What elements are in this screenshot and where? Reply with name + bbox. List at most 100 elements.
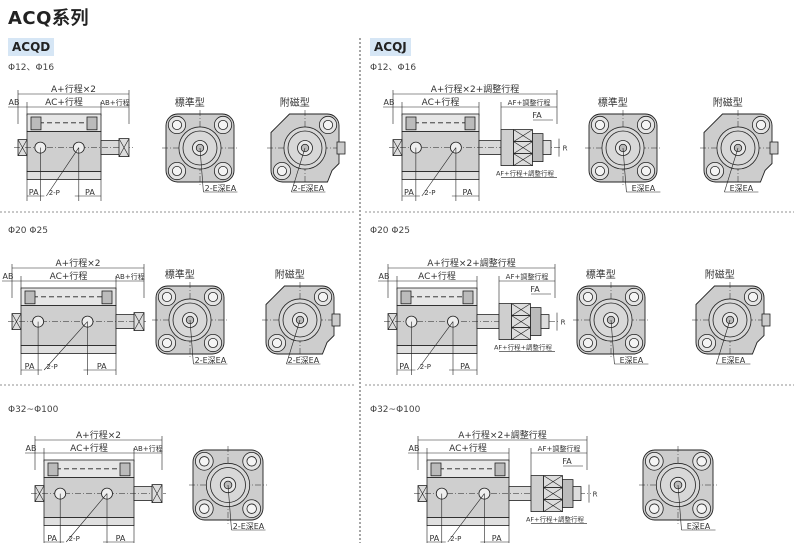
dimension-label: AC+行程 bbox=[45, 96, 83, 108]
bolt-hole-inner bbox=[246, 503, 257, 514]
line bbox=[118, 138, 130, 157]
bore-ring bbox=[182, 130, 218, 166]
dimension-label: A+行程×2+調整行程 bbox=[431, 83, 520, 95]
cylinder-base bbox=[396, 345, 478, 355]
front-view-standard: E深EA bbox=[639, 446, 717, 531]
dimension-label: AC+行程 bbox=[449, 442, 487, 454]
dimension-label: FA bbox=[530, 285, 540, 294]
section-label: Φ32~Φ100 bbox=[8, 405, 59, 415]
dimension-label: 標準型 bbox=[175, 96, 205, 109]
dimension-label: AB bbox=[409, 444, 420, 453]
dimension-label: 2-P bbox=[420, 363, 431, 371]
bolt-hole-inner bbox=[640, 119, 652, 131]
bolt-hole-inner bbox=[755, 119, 767, 131]
tie-rod-nut bbox=[400, 290, 412, 305]
dimension-label: PA bbox=[429, 534, 439, 543]
dimension-label: 2-P bbox=[69, 535, 80, 543]
lock-nut bbox=[532, 133, 544, 163]
bolt-hole-inner bbox=[217, 165, 229, 177]
bolt-hole-inner bbox=[217, 119, 229, 131]
bolt-hole-inner bbox=[207, 337, 219, 349]
dimension-label: 2-P bbox=[450, 535, 461, 543]
sensor-groove bbox=[761, 313, 771, 327]
adjuster-body bbox=[498, 303, 513, 341]
dimension-label: 標準型 bbox=[598, 96, 628, 109]
front-view-standard: 標準型 2-E深EA bbox=[162, 96, 238, 193]
cylinder-base bbox=[426, 517, 510, 526]
bolt-hole-inner bbox=[322, 119, 334, 131]
line bbox=[151, 484, 163, 503]
front-view-standard: 2-E深EA bbox=[189, 446, 267, 531]
bolt-hole-inner bbox=[271, 337, 283, 349]
dimension-label: AF+行程+調整行程 bbox=[526, 515, 585, 524]
page-title: ACQ系列 bbox=[8, 8, 89, 29]
dimension-label: 2-E深EA bbox=[293, 184, 325, 193]
line bbox=[199, 147, 204, 193]
bore-ring bbox=[287, 130, 323, 166]
line bbox=[622, 147, 627, 193]
line bbox=[421, 147, 457, 197]
dimension-label: A+行程×2+調整行程 bbox=[458, 429, 547, 441]
bore-ring bbox=[282, 302, 318, 338]
line bbox=[610, 319, 615, 365]
tie-rod-nut bbox=[101, 290, 113, 305]
line bbox=[513, 153, 533, 166]
dimension-label: 標準型 bbox=[586, 268, 616, 281]
line bbox=[543, 499, 563, 512]
dimension-label: PA bbox=[463, 188, 473, 197]
dimension-label: 2-P bbox=[424, 189, 435, 197]
dimension-label: 附磁型 bbox=[705, 268, 735, 281]
section-label: Φ20 Φ25 bbox=[370, 226, 410, 236]
rod-stub bbox=[542, 140, 552, 156]
dimension-label: AB+行程 bbox=[115, 272, 144, 281]
dimension-label: A+行程×2 bbox=[56, 257, 101, 269]
line bbox=[291, 147, 306, 193]
dimension-label: AC+行程 bbox=[418, 270, 456, 282]
dimension-label: AB bbox=[379, 272, 390, 281]
dimension-label: 附磁型 bbox=[275, 268, 305, 281]
bolt-hole-inner bbox=[594, 165, 606, 177]
bolt-hole-inner bbox=[628, 337, 640, 349]
dimension-label: 標準型 bbox=[165, 268, 195, 281]
bolt-hole-inner bbox=[696, 503, 707, 514]
bolt-hole-inner bbox=[709, 165, 721, 177]
cylinder-base bbox=[43, 517, 135, 526]
series-badge-acqj: ACQJ bbox=[370, 38, 411, 56]
bolt-hole-inner bbox=[199, 456, 210, 467]
dimension-label: R bbox=[561, 319, 566, 327]
bolt-hole-inner bbox=[640, 165, 652, 177]
rod-stub bbox=[572, 486, 582, 502]
lock-nut bbox=[562, 479, 574, 509]
dimension-label: E深EA bbox=[632, 184, 656, 193]
line bbox=[227, 484, 232, 531]
tie-rod-nut bbox=[405, 116, 417, 131]
dimension-label: A+行程×2+調整行程 bbox=[427, 257, 516, 269]
dimension-label: PA bbox=[404, 188, 414, 197]
bolt-hole-inner bbox=[246, 456, 257, 467]
bore-ring bbox=[210, 467, 246, 503]
tie-rod-nut bbox=[430, 462, 442, 477]
bolt-hole-inner bbox=[207, 291, 219, 303]
line bbox=[46, 147, 80, 197]
line bbox=[513, 129, 533, 142]
rod-stub bbox=[540, 314, 550, 330]
bolt-hole-inner bbox=[317, 291, 329, 303]
bolt-hole-inner bbox=[582, 337, 594, 349]
sensor-groove bbox=[331, 313, 341, 327]
bolt-hole-inner bbox=[171, 165, 183, 177]
line bbox=[286, 319, 301, 365]
section-label: Φ32~Φ100 bbox=[370, 405, 421, 415]
dimension-label: A+行程×2 bbox=[76, 429, 121, 441]
sensor-groove bbox=[769, 141, 779, 155]
dimension-label: 2-E深EA bbox=[205, 184, 237, 193]
dimension-label: AF+調整行程 bbox=[538, 444, 581, 453]
